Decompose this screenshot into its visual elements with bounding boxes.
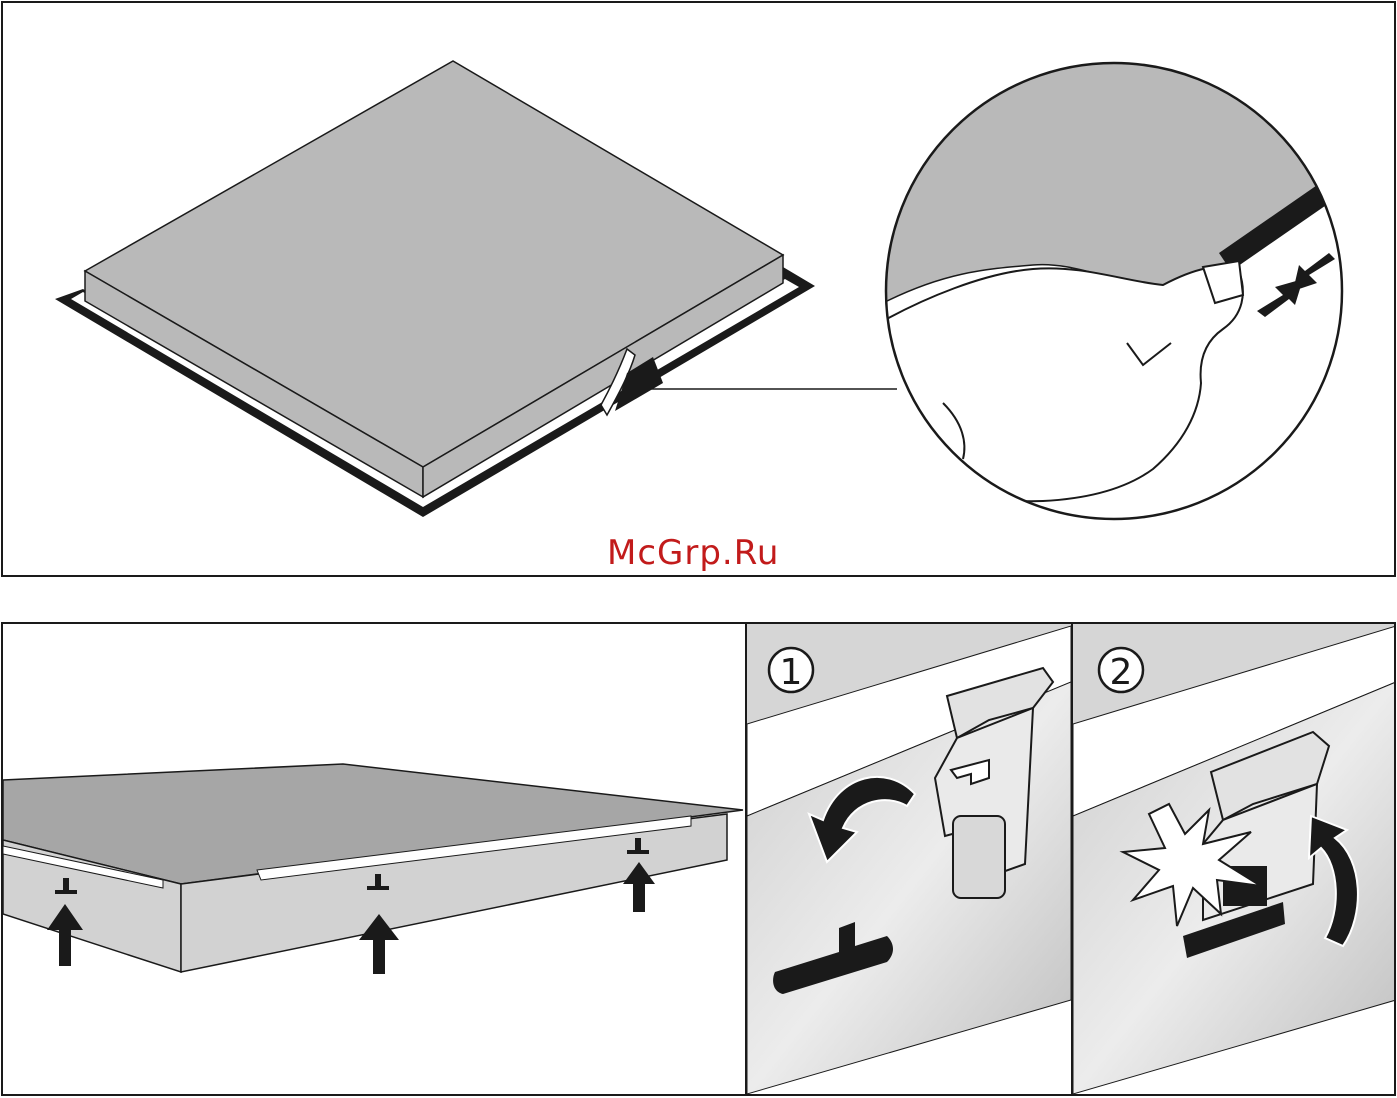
hob-top-surface bbox=[85, 61, 783, 467]
watermark-text: McGrp.Ru bbox=[607, 533, 779, 573]
step-1-panel: 1 bbox=[745, 624, 1071, 1094]
step-2-diagram: 2 bbox=[1073, 624, 1396, 1094]
step-2-panel: 2 bbox=[1071, 624, 1396, 1094]
hob-underside-diagram bbox=[3, 624, 745, 1094]
hob-underside-panel bbox=[3, 624, 745, 1094]
step-1-diagram: 1 bbox=[747, 624, 1071, 1094]
seal-application-diagram bbox=[3, 3, 1396, 575]
bottom-illustration-panel: 1 2 bbox=[1, 622, 1396, 1096]
step-number: 1 bbox=[780, 652, 803, 693]
top-illustration-panel: McGrp.Ru bbox=[1, 1, 1396, 577]
step-number: 2 bbox=[1110, 652, 1133, 693]
